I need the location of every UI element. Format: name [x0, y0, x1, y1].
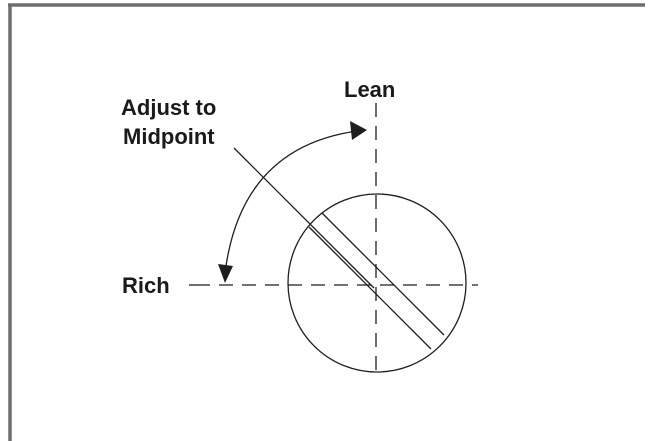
crosshair-axes [196, 103, 478, 375]
slot-edge-lower [308, 226, 432, 350]
rich-label: Rich [122, 273, 170, 298]
figure-frame [8, 3, 645, 441]
arrowhead-rich [218, 264, 233, 283]
dial-circle [287, 193, 467, 373]
arrowhead-lean [350, 121, 367, 140]
callout-leader-line [233, 147, 375, 289]
curved-double-arrow-icon [218, 121, 367, 283]
adjust-label-line1: Adjust to [121, 95, 216, 120]
rotation-arc [225, 130, 358, 267]
slot-edge-upper [321, 212, 445, 336]
adjustment-screw-slot-icon [287, 193, 467, 373]
adjust-label-line2: Midpoint [123, 124, 215, 149]
lean-label: Lean [344, 77, 395, 102]
